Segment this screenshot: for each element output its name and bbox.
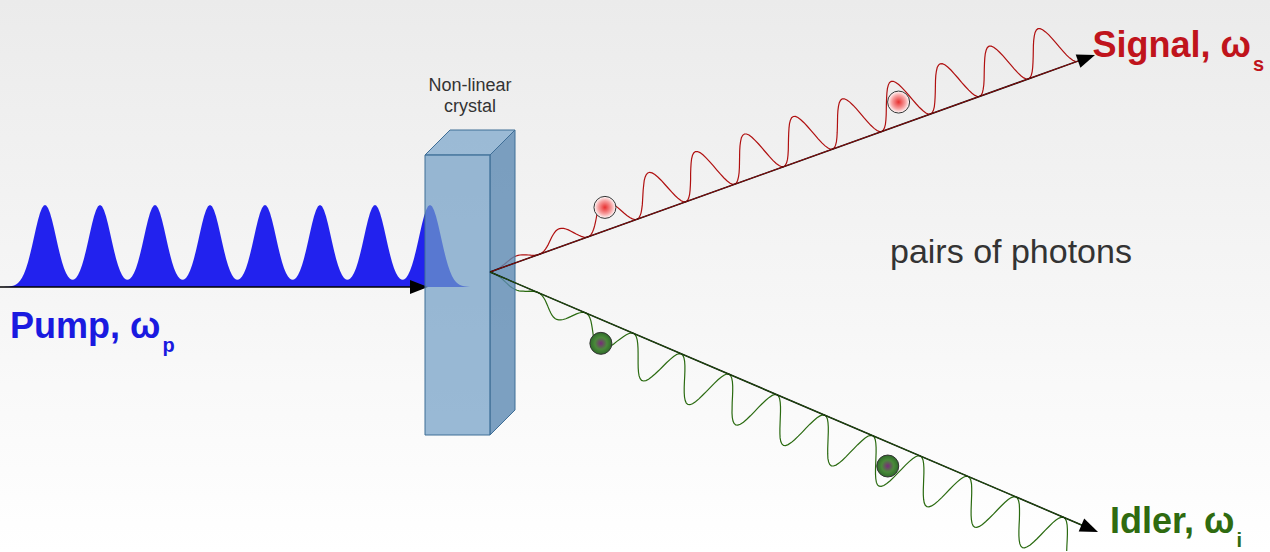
crystal-shape bbox=[425, 130, 515, 435]
pump-pulse bbox=[0, 205, 470, 287]
output-beams bbox=[490, 55, 1098, 533]
photon bbox=[888, 91, 910, 113]
caption-note-text: pairs of photons bbox=[890, 232, 1132, 270]
photon bbox=[594, 196, 616, 218]
idler-label-subscript: i bbox=[1236, 529, 1242, 551]
idler-label: Idler, ωi bbox=[1110, 500, 1242, 542]
crystal: Non-linear crystal bbox=[425, 130, 515, 435]
caption-note: pairs of photons bbox=[890, 232, 1132, 271]
wave bbox=[490, 272, 1067, 551]
photon bbox=[877, 455, 899, 477]
pump-label: Pump, ωp bbox=[10, 305, 175, 347]
pump-label-subscript: p bbox=[162, 334, 174, 356]
beam-arrowhead bbox=[1076, 55, 1095, 68]
pump-pulses bbox=[0, 205, 470, 287]
photon bbox=[590, 332, 612, 354]
signal-label: Signal, ωs bbox=[1092, 24, 1264, 66]
pump-label-text: Pump, ω bbox=[10, 305, 160, 346]
idler-label-text: Idler, ω bbox=[1110, 500, 1234, 541]
pump-axis bbox=[0, 286, 412, 288]
signal-label-subscript: s bbox=[1253, 53, 1264, 75]
signal-label-text: Signal, ω bbox=[1092, 24, 1250, 65]
beam-axis bbox=[490, 272, 1083, 526]
beam-arrowhead bbox=[1079, 519, 1098, 533]
photon-waves bbox=[490, 29, 1075, 551]
beam-line bbox=[490, 272, 1083, 526]
crystal-label: Non-linear crystal bbox=[415, 75, 525, 118]
